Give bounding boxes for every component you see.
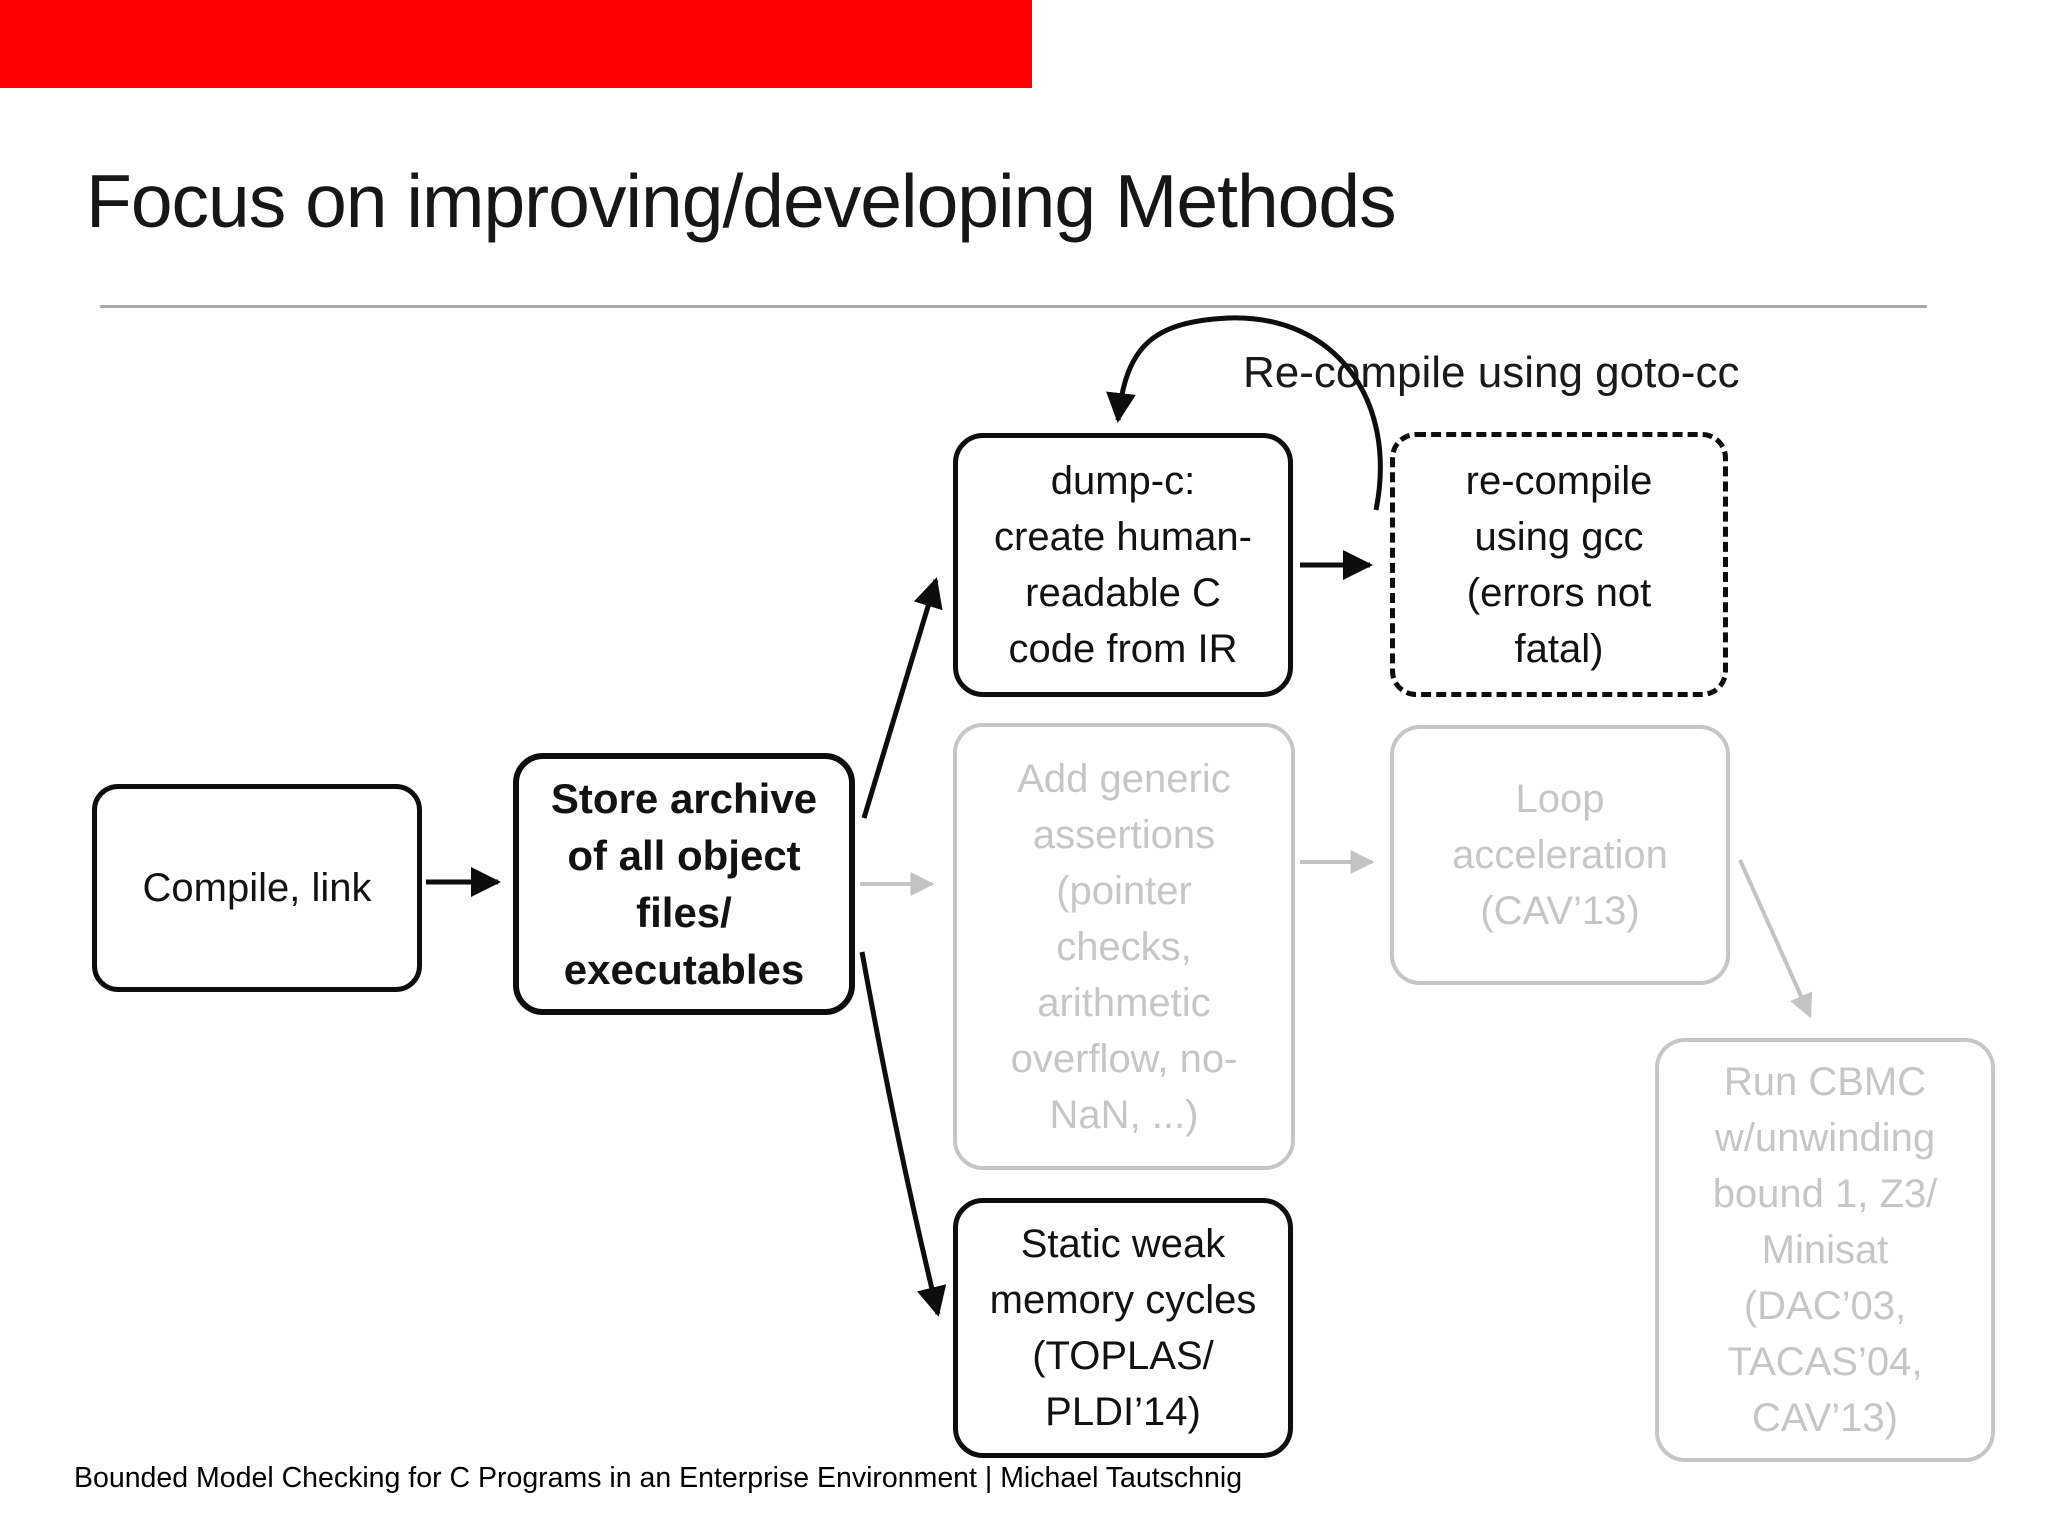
node-store-archive: Store archive of all object files/ execu… (513, 753, 855, 1015)
node-static-weak-memory: Static weak memory cycles (TOPLAS/ PLDI’… (953, 1198, 1293, 1458)
node-recompile-gcc: re-compile using gcc (errors not fatal) (1390, 432, 1728, 697)
arrow-loopaccel-to-runcbmc (1738, 859, 1813, 1019)
self-loop-label: Re-compile using goto-cc (1243, 348, 1740, 397)
slide-footer: Bounded Model Checking for C Programs in… (74, 1462, 1243, 1494)
node-run-cbmc: Run CBMC w/unwinding bound 1, Z3/ Minisa… (1655, 1038, 1995, 1462)
arrow-store-to-dumpc (861, 577, 943, 819)
arrow-store-to-staticweak (859, 951, 947, 1317)
title-divider-line (100, 305, 1927, 308)
slide-title: Focus on improving/developing Methods (86, 159, 1397, 243)
top-red-banner (0, 0, 1032, 88)
node-add-generic-assertions: Add generic assertions (pointer checks, … (953, 723, 1295, 1170)
node-loop-acceleration: Loop acceleration (CAV’13) (1390, 725, 1730, 985)
node-dump-c: dump-c: create human- readable C code fr… (953, 433, 1293, 697)
node-compile-link: Compile, link (92, 784, 422, 992)
